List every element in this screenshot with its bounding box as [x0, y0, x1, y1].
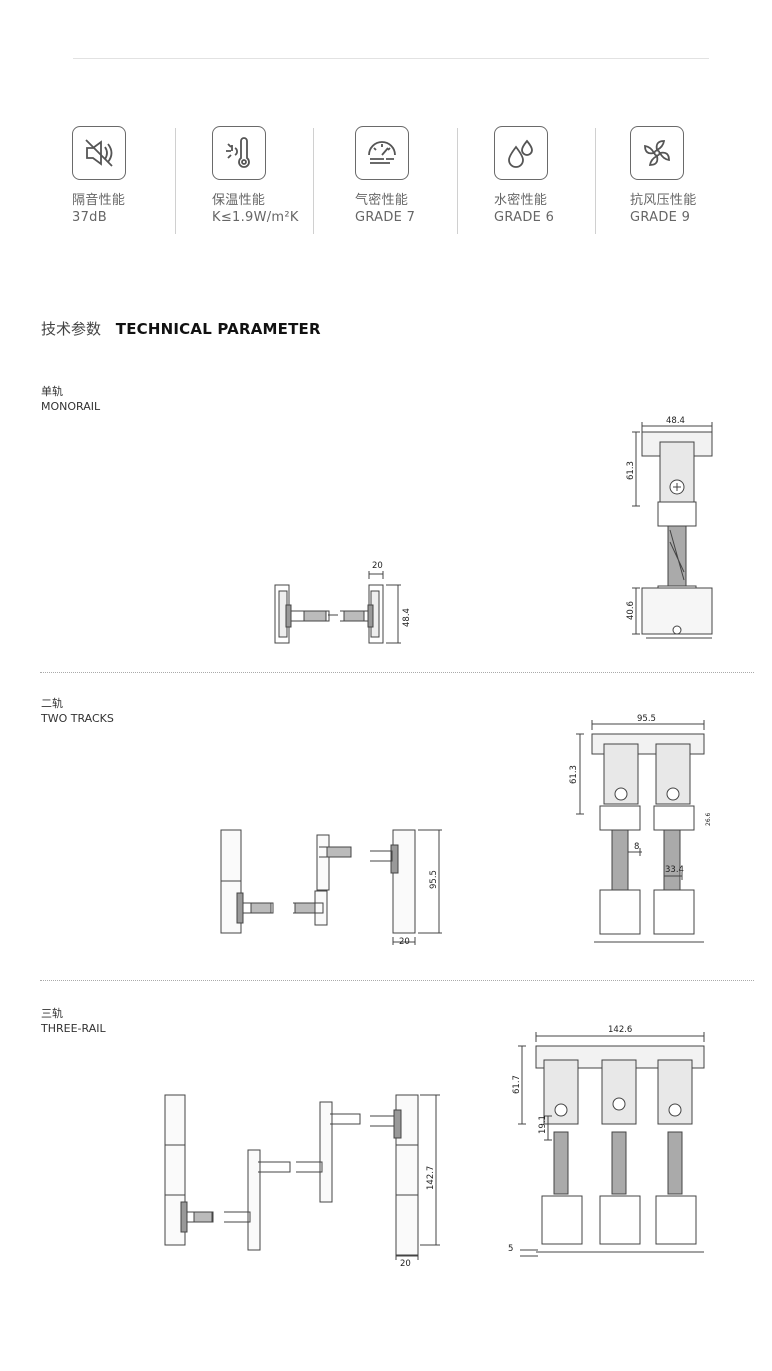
dim-top: 61.3 [569, 765, 579, 784]
dim-mid: 19.1 [538, 1115, 548, 1134]
dim-plan-width: 20 [400, 1259, 411, 1269]
dim-width: 95.5 [637, 714, 656, 724]
water-drops-icon [494, 126, 548, 180]
dim-width: 142.6 [608, 1025, 632, 1035]
dim-side: 26.6 [705, 812, 712, 826]
top-divider [73, 58, 709, 59]
feature-airtight: 气密性能 GRADE 7 [355, 126, 465, 226]
feature-value: GRADE 6 [494, 210, 555, 225]
wind-fan-icon [630, 126, 684, 180]
dim-plan-height: 95.5 [429, 870, 439, 889]
feature-label: 隔音性能 [72, 193, 126, 208]
three-rail-plan-drawing: 142.7 20 [164, 1094, 440, 1269]
three-rail-label: 三轨 THREE-RAIL [41, 1006, 106, 1036]
dim-bottom: 5 [508, 1244, 513, 1254]
dim-plan-width: 20 [399, 937, 410, 947]
feature-label: 抗风压性能 [630, 193, 697, 208]
dim-plan-height: 142.7 [426, 1166, 436, 1190]
dim-inner: 33.4 [665, 865, 684, 875]
dim-plan-width: 20 [372, 561, 383, 571]
monorail-section-drawing: 48.4 61.3 40.6 [626, 416, 713, 639]
monorail-label: 单轨 MONORAIL [41, 384, 100, 414]
thermometer-icon [212, 126, 266, 180]
section-title-cn: 技术参数 [41, 320, 102, 338]
two-tracks-label-en: TWO TRACKS [41, 712, 114, 725]
three-rail-label-en: THREE-RAIL [41, 1022, 106, 1035]
dim-plan-height: 48.4 [402, 608, 412, 627]
monorail-plan-drawing: 20 48.4 [274, 561, 412, 644]
three-rail-label-cn: 三轨 [41, 1007, 63, 1020]
gauge-icon [355, 126, 409, 180]
feature-label: 保温性能 [212, 193, 266, 208]
section-divider [40, 672, 754, 673]
feature-value: 37dB [72, 210, 107, 225]
feature-value: GRADE 7 [355, 210, 416, 225]
two-tracks-section-drawing: 95.5 61.3 8 33.4 26.6 [569, 714, 712, 943]
two-tracks-label-cn: 二轨 [41, 697, 63, 710]
feature-label: 水密性能 [494, 193, 548, 208]
feature-label: 气密性能 [355, 193, 409, 208]
soundproof-icon [72, 126, 126, 180]
three-rail-section-drawing: 142.6 61.7 19.1 5 [508, 1025, 705, 1257]
feature-thermal: 保温性能 K≤1.9W/m²K [212, 126, 322, 226]
monorail-label-cn: 单轨 [41, 385, 63, 398]
section-title-en: TECHNICAL PARAMETER [115, 320, 321, 338]
feature-value: K≤1.9W/m²K [212, 210, 299, 225]
feature-wind-pressure: 抗风压性能 GRADE 9 [630, 126, 740, 226]
two-tracks-label: 二轨 TWO TRACKS [41, 696, 114, 726]
feature-separator [457, 128, 458, 234]
two-tracks-plan-drawing: 95.5 20 [220, 829, 442, 947]
dim-bottom: 40.6 [626, 601, 636, 620]
dim-top: 61.3 [626, 461, 636, 480]
feature-separator [175, 128, 176, 234]
section-divider [40, 980, 754, 981]
feature-soundproof: 隔音性能 37dB [72, 126, 182, 226]
dim-top: 61.7 [512, 1075, 522, 1094]
feature-separator [313, 128, 314, 234]
dim-width: 48.4 [666, 416, 685, 426]
section-title: 技术参数 TECHNICAL PARAMETER [41, 318, 321, 339]
feature-separator [595, 128, 596, 234]
feature-value: GRADE 9 [630, 210, 691, 225]
monorail-label-en: MONORAIL [41, 400, 101, 413]
feature-watertight: 水密性能 GRADE 6 [494, 126, 604, 226]
dim-gap: 8 [634, 842, 639, 852]
